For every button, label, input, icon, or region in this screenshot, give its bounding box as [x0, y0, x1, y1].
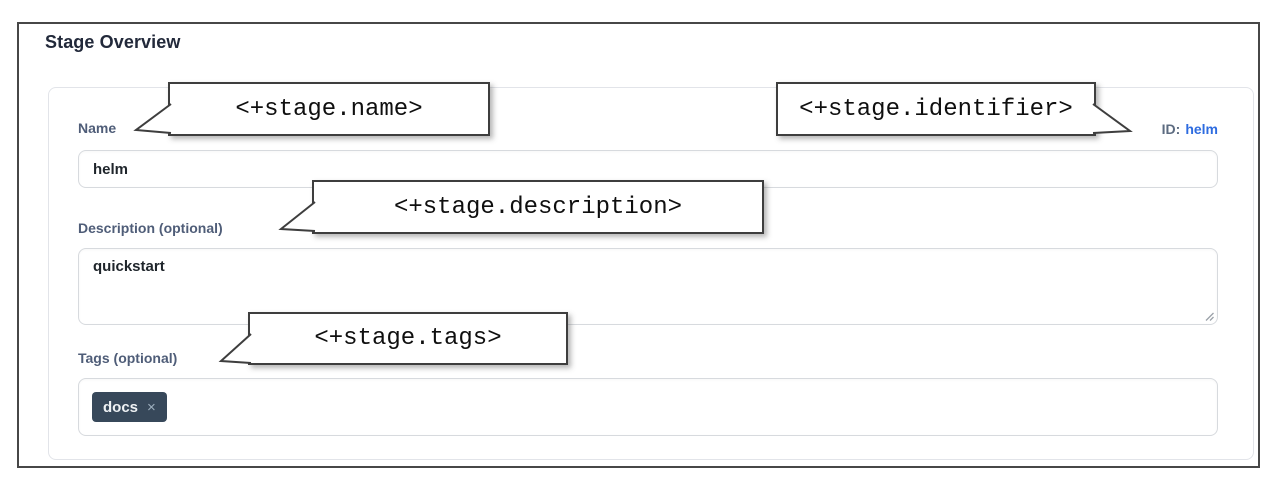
name-label: Name	[78, 120, 117, 136]
callout-stage-description-text: <+stage.description>	[393, 193, 683, 221]
callout-stage-name: <+stage.name>	[168, 82, 490, 136]
id-value: helm	[1185, 121, 1218, 137]
callout-stage-tags-text: <+stage.tags>	[314, 325, 502, 352]
description-field-frame: quickstart	[78, 248, 1218, 325]
tag-remove-icon[interactable]: ×	[147, 398, 156, 416]
description-textarea[interactable]: quickstart	[79, 249, 1217, 324]
callout-stage-description: <+stage.description>	[312, 180, 764, 234]
callout-stage-name-text: <+stage.name>	[235, 95, 423, 123]
stage-id: ID: helm	[1162, 121, 1218, 137]
resize-handle-icon[interactable]	[1203, 310, 1215, 322]
tags-input[interactable]: docs ×	[78, 378, 1218, 436]
tags-label: Tags (optional)	[78, 350, 178, 366]
description-label: Description (optional)	[78, 220, 223, 236]
id-label: ID:	[1161, 121, 1181, 137]
callout-stage-identifier: <+stage.identifier>	[776, 82, 1096, 136]
tag-chip-label: docs	[103, 398, 139, 416]
tag-chip: docs ×	[92, 392, 167, 422]
page-title: Stage Overview	[45, 32, 181, 52]
callout-stage-tags: <+stage.tags>	[248, 312, 568, 365]
callout-stage-identifier-text: <+stage.identifier>	[799, 95, 1073, 123]
